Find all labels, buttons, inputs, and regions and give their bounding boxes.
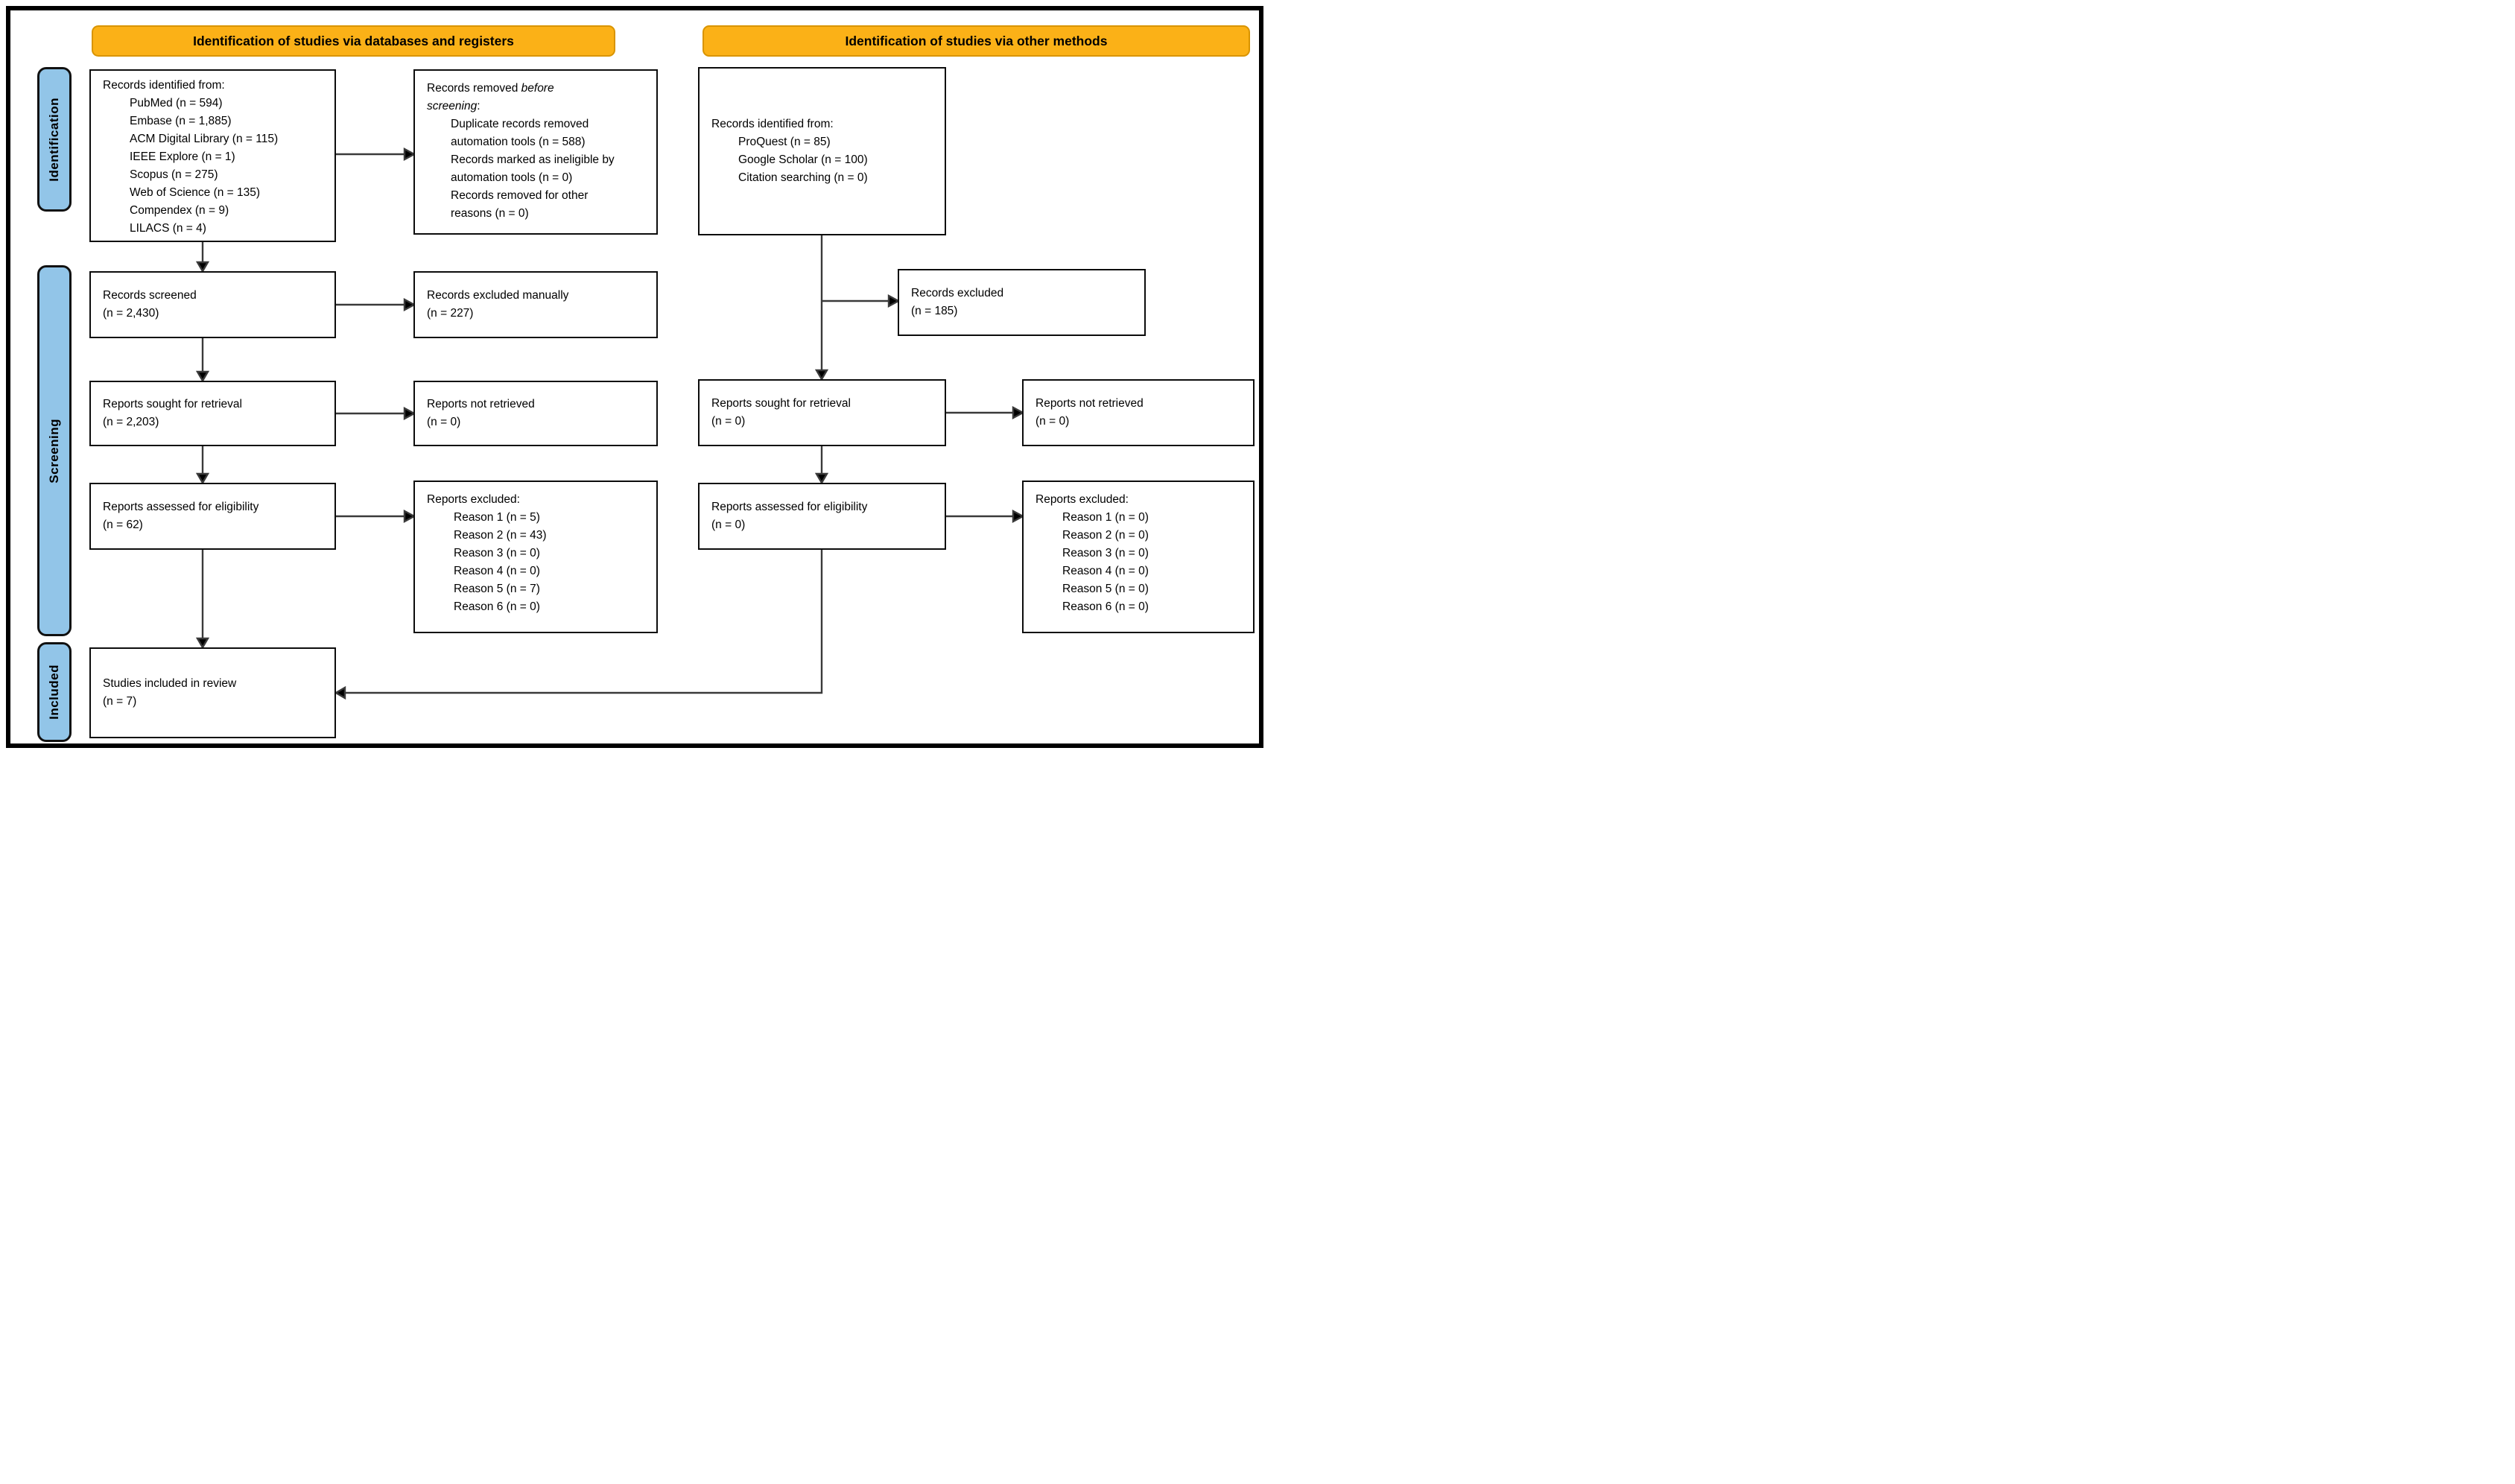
source-item: IEEE Explore (n = 1) [130, 150, 235, 163]
box-count: (n = 62) [103, 519, 143, 531]
source-item: ProQuest (n = 85) [738, 136, 831, 148]
title-italic-part: before screening [427, 82, 554, 112]
box-title: Records removed before screening: [427, 82, 554, 112]
box-count: (n = 0) [427, 416, 461, 428]
removed-item: Duplicate records removed automation too… [451, 118, 589, 148]
reason-item: Reason 3 (n = 0) [454, 547, 540, 559]
box-title: Reports excluded: [1036, 493, 1129, 506]
stage-tab-screening: Screening [37, 265, 72, 636]
reason-item: Reason 6 (n = 0) [1062, 600, 1149, 613]
box-count: (n = 0) [711, 415, 746, 428]
source-item: Scopus (n = 275) [130, 168, 218, 181]
stage-tab-identification: Identification [37, 67, 72, 212]
box-records-identified-databases: Records identified from: PubMed (n = 594… [89, 69, 336, 242]
arrow-other-sought-to-assessed [814, 446, 829, 485]
box-label: Records excluded [911, 287, 1004, 299]
header-databases-label: Identification of studies via databases … [193, 33, 514, 48]
reason-item: Reason 1 (n = 5) [454, 511, 540, 524]
stage-tab-included: Included [37, 642, 72, 742]
box-label: Reports sought for retrieval [103, 398, 242, 410]
box-records-identified-other: Records identified from: ProQuest (n = 8… [698, 67, 946, 235]
box-count: (n = 227) [427, 307, 474, 320]
source-item: Citation searching (n = 0) [738, 171, 868, 184]
source-item: ACM Digital Library (n = 115) [130, 133, 279, 145]
source-item: Google Scholar (n = 100) [738, 153, 868, 166]
box-reports-excluded-other: Reports excluded: Reason 1 (n = 0) Reaso… [1022, 481, 1255, 633]
arrow-screened-to-excluded-manually [336, 297, 416, 312]
box-reports-sought-other: Reports sought for retrieval (n = 0) [698, 379, 946, 446]
box-label: Records screened [103, 289, 197, 302]
stage-screening-label: Screening [47, 418, 61, 483]
arrow-identified-to-screened [195, 242, 210, 273]
reason-item: Reason 6 (n = 0) [454, 600, 540, 613]
box-count: (n = 7) [103, 695, 137, 708]
source-item: LILACS (n = 4) [130, 222, 206, 235]
reason-item: Reason 5 (n = 0) [1062, 583, 1149, 595]
source-item: Compendex (n = 9) [130, 204, 229, 217]
reason-item: Reason 1 (n = 0) [1062, 511, 1149, 524]
arrow-sought-to-assessed [195, 446, 210, 485]
box-count: (n = 2,430) [103, 307, 159, 320]
arrow-assessed-to-included [195, 550, 210, 650]
box-reports-assessed-databases: Reports assessed for eligibility (n = 62… [89, 483, 336, 550]
reason-item: Reason 4 (n = 0) [1062, 565, 1149, 577]
reason-item: Reason 5 (n = 7) [454, 583, 540, 595]
box-reports-not-retrieved-other: Reports not retrieved (n = 0) [1022, 379, 1255, 446]
arrow-sought-to-not-retrieved [336, 406, 416, 421]
stage-included-label: Included [47, 665, 61, 720]
arrow-screened-to-sought [195, 338, 210, 383]
arrow-assessed-to-excluded [336, 509, 416, 524]
header-other-methods: Identification of studies via other meth… [703, 25, 1250, 57]
box-records-excluded-other: Records excluded (n = 185) [898, 269, 1146, 336]
box-reports-excluded-databases: Reports excluded: Reason 1 (n = 5) Reaso… [413, 481, 658, 633]
source-item: Web of Science (n = 135) [130, 186, 261, 199]
box-records-removed-before-screening: Records removed before screening: Duplic… [413, 69, 658, 235]
box-reports-assessed-other: Reports assessed for eligibility (n = 0) [698, 483, 946, 550]
box-count: (n = 0) [711, 519, 746, 531]
reason-item: Reason 3 (n = 0) [1062, 547, 1149, 559]
box-label: Reports not retrieved [427, 398, 535, 410]
box-reports-sought-databases: Reports sought for retrieval (n = 2,203) [89, 381, 336, 446]
box-label: Reports sought for retrieval [711, 397, 851, 410]
box-count: (n = 2,203) [103, 416, 159, 428]
arrow-identified-to-removed [336, 147, 416, 162]
header-databases-registers: Identification of studies via databases … [92, 25, 615, 57]
box-label: Reports assessed for eligibility [711, 501, 868, 513]
box-count: (n = 0) [1036, 415, 1070, 428]
box-records-screened: Records screened (n = 2,430) [89, 271, 336, 338]
source-item: PubMed (n = 594) [130, 97, 223, 110]
header-other-methods-label: Identification of studies via other meth… [845, 33, 1108, 48]
reason-item: Reason 2 (n = 43) [454, 529, 547, 542]
removed-item: Records removed for other reasons (n = 0… [451, 189, 589, 220]
reason-item: Reason 2 (n = 0) [1062, 529, 1149, 542]
arrow-other-assessed-to-excluded [946, 509, 1025, 524]
arrow-other-branch-to-excluded [822, 294, 901, 308]
box-title: Records identified from: [103, 79, 225, 92]
box-records-excluded-manually: Records excluded manually (n = 227) [413, 271, 658, 338]
stage-identification-label: Identification [47, 97, 61, 182]
arrow-other-sought-to-not-retrieved [946, 405, 1025, 420]
box-reports-not-retrieved-databases: Reports not retrieved (n = 0) [413, 381, 658, 446]
removed-item: Records marked as ineligible by automati… [451, 153, 615, 184]
box-label: Reports assessed for eligibility [103, 501, 259, 513]
box-label: Studies included in review [103, 677, 237, 690]
box-title: Reports excluded: [427, 493, 520, 506]
box-label: Records excluded manually [427, 289, 569, 302]
box-title: Records identified from: [711, 118, 834, 130]
source-item: Embase (n = 1,885) [130, 115, 232, 127]
prisma-flow-diagram: Identification of studies via databases … [6, 6, 1263, 748]
reason-item: Reason 4 (n = 0) [454, 565, 540, 577]
box-label: Reports not retrieved [1036, 397, 1144, 410]
box-studies-included-in-review: Studies included in review (n = 7) [89, 647, 336, 738]
box-count: (n = 185) [911, 305, 958, 317]
arrow-other-identified-to-sought [814, 235, 829, 381]
